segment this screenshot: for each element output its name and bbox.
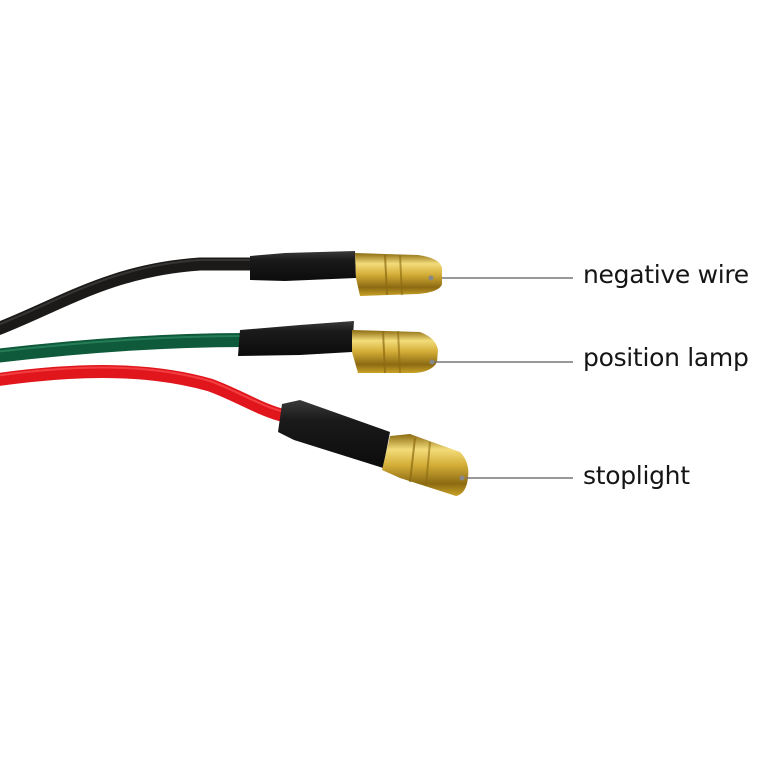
label-negative-wire: negative wire (583, 260, 749, 289)
bullet-connector-position (352, 330, 438, 374)
heat-shrink-position (238, 321, 354, 356)
bullet-connector-negative (355, 253, 442, 296)
label-stoplight: stoplight (583, 461, 690, 490)
bullet-connector-stoplight (382, 434, 469, 496)
negative-wire (0, 257, 262, 336)
position-wire (0, 333, 246, 363)
label-position-lamp: position lamp (583, 343, 749, 372)
heat-shrink-stoplight (278, 400, 390, 468)
heat-shrink-negative (250, 251, 356, 281)
stoplight-wire (0, 365, 287, 423)
